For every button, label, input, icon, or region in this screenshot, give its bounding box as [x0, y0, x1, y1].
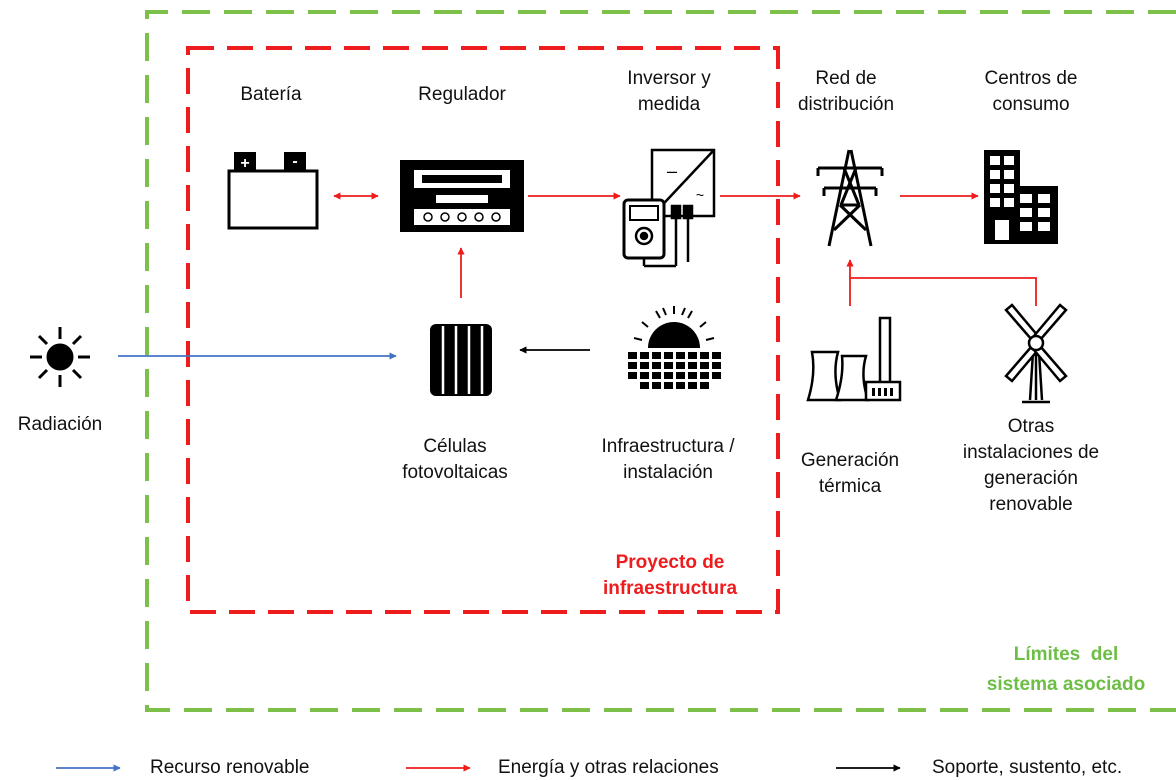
transmission-tower-icon — [816, 149, 884, 247]
charge-regulator-icon — [400, 160, 524, 232]
label-otras-instalaciones: Otras instalaciones de generación renova… — [962, 416, 1100, 515]
label-celulas: Células fotovoltaicas — [402, 436, 508, 483]
solar-plant-icon — [628, 306, 721, 389]
inverter-meter-icon: – ~ — [622, 148, 716, 268]
arrow-renewables-grid — [850, 277, 1037, 306]
project-boundary — [186, 46, 780, 614]
legend-energia-relaciones: Energía y otras relaciones — [498, 757, 719, 778]
label-proyecto-infraestructura: Proyecto de infraestructura — [602, 552, 738, 599]
svg-text:-: - — [292, 153, 297, 170]
battery-icon: + - — [227, 152, 319, 230]
label-generacion-termica: Generación térmica — [800, 450, 900, 497]
solar-panel-icon — [430, 324, 492, 396]
label-limites-sistema: Límites del sistema asociado — [986, 644, 1146, 695]
label-red-distribucion: Red de distribución — [797, 68, 895, 115]
label-bateria: Batería — [240, 84, 302, 105]
legend-recurso-renovable: Recurso renovable — [150, 757, 310, 778]
wind-turbine-icon — [1004, 303, 1068, 404]
label-centros-consumo: Centros de consumo — [984, 68, 1078, 115]
sun-icon — [30, 327, 90, 387]
system-boundary — [145, 10, 1176, 712]
cooling-towers-icon — [806, 316, 902, 402]
svg-text:~: ~ — [696, 187, 704, 203]
label-inversor: Inversor y medida — [627, 68, 711, 115]
label-radiacion: Radiación — [17, 414, 103, 435]
label-regulador: Regulador — [418, 84, 506, 105]
svg-text:+: + — [240, 155, 249, 172]
legend-soporte-sustento: Soporte, sustento, etc. — [932, 757, 1123, 778]
buildings-icon — [984, 150, 1058, 244]
label-infraestructura: Infraestructura / instalación — [601, 436, 735, 483]
svg-text:–: – — [667, 161, 677, 181]
